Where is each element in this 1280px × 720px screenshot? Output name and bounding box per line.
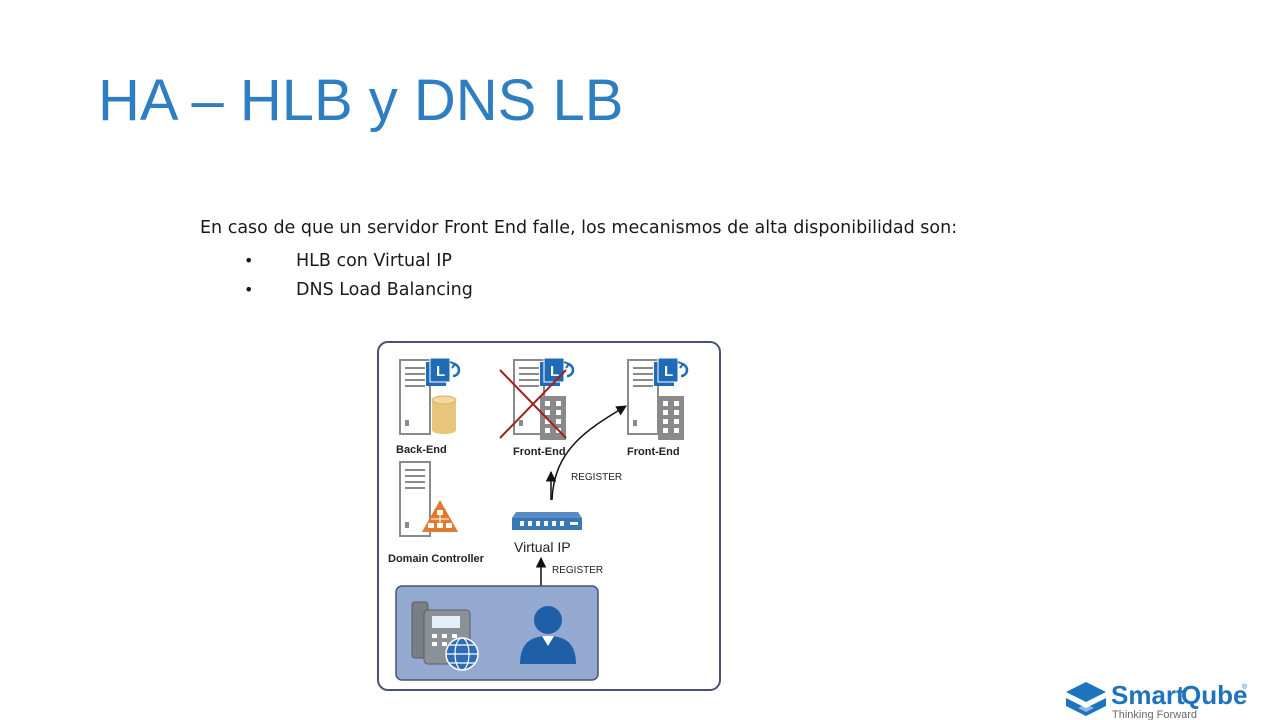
smartqube-logo: Smart Qube ® Thinking Forward: [1066, 680, 1248, 720]
register-arrow-top: [551, 405, 627, 501]
logo-name-smart: Smart: [1111, 680, 1185, 710]
switch-icon: [512, 512, 582, 530]
intro-text: En caso de que un servidor Front End fal…: [200, 218, 958, 238]
frontend-failed-label: Front-End: [513, 446, 566, 458]
failure-cross-icon: [499, 369, 567, 439]
bullet-item: • HLB con Virtual IP: [244, 246, 473, 275]
frontend-active-server-icon: [627, 356, 689, 440]
globe-icon: [445, 637, 479, 671]
frontend-active-label: Front-End: [627, 446, 680, 458]
smartqube-logo-mark: [1066, 682, 1106, 716]
bullet-item: • DNS Load Balancing: [244, 275, 473, 304]
backend-label: Back-End: [396, 444, 447, 456]
logo-registered: ®: [1242, 683, 1248, 691]
bullet-list: • HLB con Virtual IP • DNS Load Balancin…: [244, 246, 473, 304]
hierarchy-icon: [422, 500, 458, 532]
register-label-top: REGISTER: [571, 472, 622, 483]
backend-server-icon: [399, 356, 461, 435]
logo-tagline: Thinking Forward: [1112, 709, 1197, 720]
bullet-marker: •: [244, 280, 254, 299]
register-label-bottom: REGISTER: [552, 565, 603, 576]
database-icon: [431, 395, 457, 434]
page-title: HA – HLB y DNS LB: [98, 68, 624, 133]
logo-name-qube: Qube: [1181, 680, 1247, 710]
ha-diagram: L Back-End Front-End: [377, 341, 721, 691]
virtual-ip-label: Virtual IP: [514, 539, 571, 555]
frontend-failed-server-icon: [499, 356, 575, 440]
domain-controller-label: Domain Controller: [388, 553, 485, 565]
user-icon: [520, 606, 576, 664]
bullet-text: HLB con Virtual IP: [296, 250, 452, 271]
bullet-text: DNS Load Balancing: [296, 279, 473, 300]
domain-controller-server-icon: [399, 461, 458, 537]
bullet-marker: •: [244, 251, 254, 270]
